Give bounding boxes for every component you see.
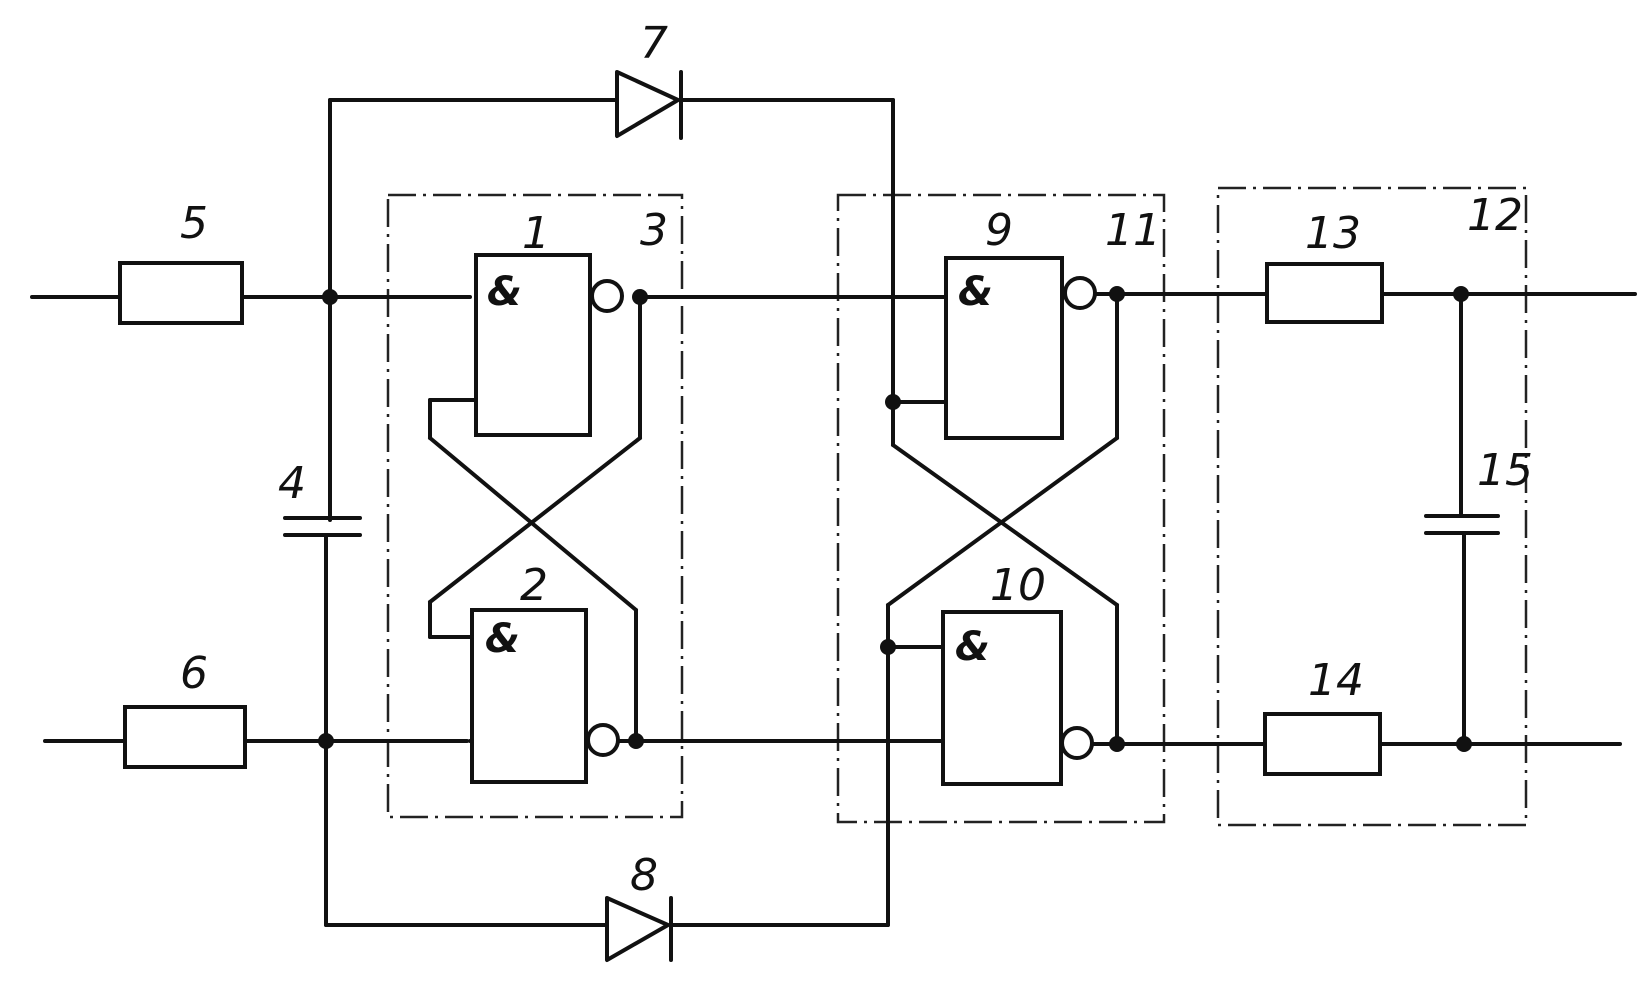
label-3: 3 [640, 205, 668, 256]
gate-1-symbol: & [487, 269, 522, 315]
capacitor-15 [1426, 294, 1498, 744]
label-7: 7 [640, 18, 668, 69]
resistor-5 [120, 263, 242, 323]
resistor-14 [1265, 714, 1380, 774]
bottom-signal-line [45, 741, 1620, 744]
label-10: 10 [990, 560, 1046, 611]
label-6: 6 [180, 648, 208, 699]
left-vertical-bus [326, 100, 330, 925]
label-9: 9 [985, 205, 1013, 256]
gate-10-inverter-bubble [1062, 728, 1092, 758]
resistor-13 [1267, 264, 1382, 322]
diode-7 [617, 72, 681, 138]
label-5: 5 [180, 198, 208, 249]
gate-9-symbol: & [958, 269, 993, 315]
gate-2-symbol: & [485, 616, 520, 662]
diode-8-path [326, 647, 888, 925]
capacitor-4 [285, 518, 360, 535]
diode-7-path [330, 100, 893, 402]
label-1: 1 [522, 208, 550, 259]
label-12: 12 [1467, 190, 1523, 241]
diode-8 [607, 898, 671, 960]
label-4: 4 [278, 458, 306, 509]
label-8: 8 [630, 850, 658, 901]
gate-9-inverter-bubble [1065, 278, 1095, 308]
top-signal-line [32, 294, 1635, 297]
gate-1-inverter-bubble [592, 281, 622, 311]
resistor-6 [125, 707, 245, 767]
label-14: 14 [1308, 655, 1364, 706]
label-13: 13 [1305, 208, 1361, 259]
gate-2-inverter-bubble [588, 725, 618, 755]
label-15: 15 [1477, 445, 1533, 496]
label-11: 11 [1105, 205, 1161, 256]
label-2: 2 [520, 560, 548, 611]
gate-10-symbol: & [955, 624, 990, 670]
